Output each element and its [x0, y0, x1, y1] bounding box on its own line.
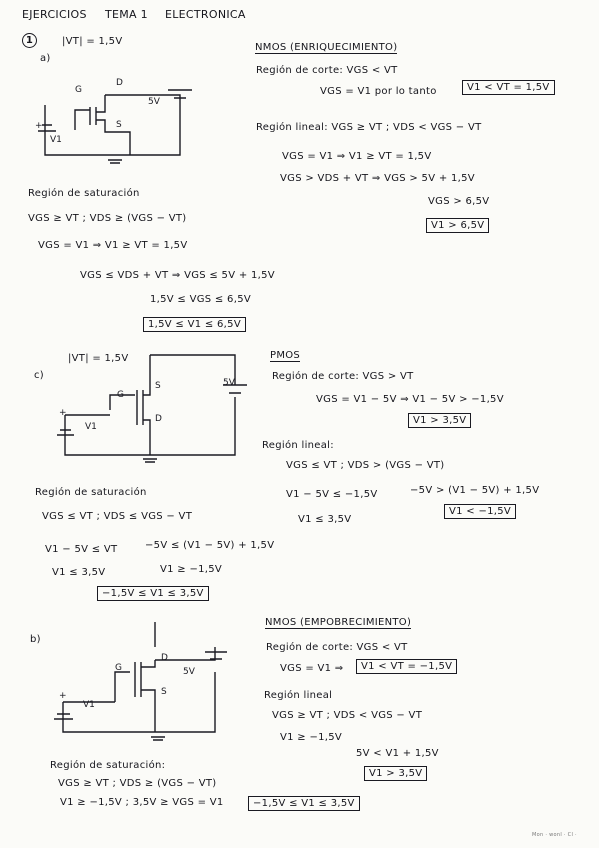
nmos-lineal-l1: Región lineal: VGS ≥ VT ; VDS < VGS − VT [256, 122, 482, 133]
sat-a-box: 1,5V ≤ V1 ≤ 6,5V [143, 317, 246, 332]
d-label-b: D [161, 653, 168, 663]
part-a-label: a) [40, 53, 51, 64]
sat-a-l2: VGS = V1 ⇒ V1 ≥ VT = 1,5V [38, 240, 188, 251]
vt-value-c: |VT| = 1,5V [68, 353, 129, 364]
plus-c: + [59, 408, 67, 418]
battery-5v-b [205, 651, 227, 660]
pmos-lineal-title: Región lineal: [262, 440, 334, 451]
wire-a [44, 94, 181, 156]
5v-label-c: 5V [223, 378, 236, 388]
5v-label-b: 5V [183, 667, 196, 677]
s-label-c: S [155, 381, 161, 391]
battery-5v-c [223, 384, 247, 394]
d-label-c: D [155, 414, 162, 424]
v1-battery-a [38, 124, 56, 132]
circuit-a-diagram: G D S V1 5V + [35, 78, 192, 164]
part-c-label: c) [34, 370, 44, 381]
sat-c-title: Región de saturación [35, 487, 147, 498]
nmos-empob-title: NMOS (EMPOBRECIMIENTO) [265, 617, 412, 629]
nmos-b-corte-box: V1 < VT = −1,5V [356, 659, 458, 674]
sat-c-box: −1,5V ≤ V1 ≤ 3,5V [97, 586, 209, 601]
nmos-b-corte-l1: Región de corte: VGS < VT [266, 642, 408, 653]
circuit-c-diagram: G S D V1 5V + [57, 354, 247, 463]
pmos-lineal-box: V1 < −1,5V [444, 504, 517, 519]
plus-a: + [35, 121, 43, 131]
plus-b: + [59, 691, 67, 701]
wire-b-top [154, 622, 216, 733]
ground-c [143, 458, 157, 463]
nmos-b-lineal-box: V1 > 3,5V [364, 766, 428, 781]
nmos-b-lineal-l1: VGS ≥ VT ; VDS < VGS − VT [272, 710, 423, 721]
sat-b-l2: V1 ≥ −1,5V ; 3,5V ≥ VGS = V1 [60, 797, 224, 808]
v1-battery-c [57, 414, 145, 456]
nmos-enriq-title: NMOS (ENRIQUECIMIENTO) [255, 42, 398, 54]
nmos-corte-l1: Región de corte: VGS < VT [256, 65, 398, 76]
v1-label-b: V1 [83, 700, 95, 710]
nmos-lineal-l2: VGS = V1 ⇒ V1 ≥ VT = 1,5V [282, 151, 432, 162]
v1-label-c: V1 [85, 422, 97, 432]
pmos-lineal-l4: V1 ≤ 3,5V [298, 514, 352, 525]
sat-a-title: Región de saturación [28, 188, 140, 199]
nmos-lineal-l3: VGS > VDS + VT ⇒ VGS > 5V + 1,5V [280, 173, 475, 184]
nmos-lineal-l4: VGS > 6,5V [428, 196, 490, 207]
g-label-c: G [117, 390, 124, 400]
pmos-lineal-l3: −5V > (V1 − 5V) + 1,5V [410, 485, 540, 496]
sat-a-l4: 1,5V ≤ VGS ≤ 6,5V [150, 294, 251, 305]
sat-a-l1: VGS ≥ VT ; VDS ≥ (VGS − VT) [28, 213, 187, 224]
sat-b-box: −1,5V ≤ V1 ≤ 3,5V [248, 796, 360, 811]
ground-a [108, 159, 122, 164]
pmos-corte-l2: VGS = V1 − 5V ⇒ V1 − 5V > −1,5V [316, 394, 504, 405]
g-label-b: G [115, 663, 122, 673]
nmos-corte-l2: VGS = V1 por lo tanto [320, 86, 437, 97]
sat-c-l2b: −5V ≤ (V1 − 5V) + 1,5V [145, 540, 275, 551]
v1-battery-b [54, 701, 155, 733]
sat-b-l1: VGS ≥ VT ; VDS ≥ (VGS − VT) [58, 778, 217, 789]
battery-5v-a [168, 89, 192, 99]
header-tema: TEMA 1 [105, 8, 148, 21]
mosfet-a [74, 95, 131, 155]
wire-c-top [145, 354, 236, 456]
5v-label-a: 5V [148, 97, 161, 107]
sat-c-l3a: V1 ≤ 3,5V [52, 567, 106, 578]
pmos-title: PMOS [270, 350, 301, 362]
g-label-a: G [75, 85, 82, 95]
circuit-b-diagram: G D S V1 5V + [54, 622, 227, 741]
part-b-label: b) [30, 634, 41, 645]
nmos-b-lineal-title: Región lineal [264, 690, 333, 701]
v1-label-a: V1 [50, 135, 62, 145]
nmos-b-lineal-l3: 5V < V1 + 1,5V [356, 748, 439, 759]
footer-note: Mon · wonl · Cl · [532, 832, 577, 838]
sat-b-title: Región de saturación: [50, 760, 166, 771]
pmos-corte-box: V1 > 3,5V [408, 413, 472, 428]
nmos-lineal-box: V1 > 6,5V [426, 218, 490, 233]
header-ejercicios: EJERCICIOS [22, 8, 87, 21]
sat-c-l2a: V1 − 5V ≤ VT [45, 544, 118, 555]
d-label-a: D [116, 78, 123, 88]
sat-c-l1: VGS ≤ VT ; VDS ≤ VGS − VT [42, 511, 193, 522]
nmos-corte-box: V1 < VT = 1,5V [462, 80, 555, 95]
sat-a-l3: VGS ≤ VDS + VT ⇒ VGS ≤ 5V + 1,5V [80, 270, 275, 281]
pmos-lineal-l1: VGS ≤ VT ; VDS > (VGS − VT) [286, 460, 445, 471]
pmos-corte-l1: Región de corte: VGS > VT [272, 371, 414, 382]
vt-value-a: |VT| = 1,5V [62, 36, 123, 47]
ground-b [151, 736, 165, 741]
nmos-b-lineal-l2: V1 ≥ −1,5V [280, 732, 343, 743]
s-label-a: S [116, 120, 122, 130]
pmos-lineal-l2: V1 − 5V ≤ −1,5V [286, 489, 378, 500]
exercise-number: 1 [22, 33, 37, 48]
header-materia: ELECTRONICA [165, 8, 246, 21]
sat-c-l3b: V1 ≥ −1,5V [160, 564, 223, 575]
nmos-b-corte-l2: VGS = V1 ⇒ [280, 663, 344, 674]
mosfet-c [109, 355, 151, 455]
mosfet-b [114, 660, 156, 732]
s-label-b: S [161, 687, 167, 697]
